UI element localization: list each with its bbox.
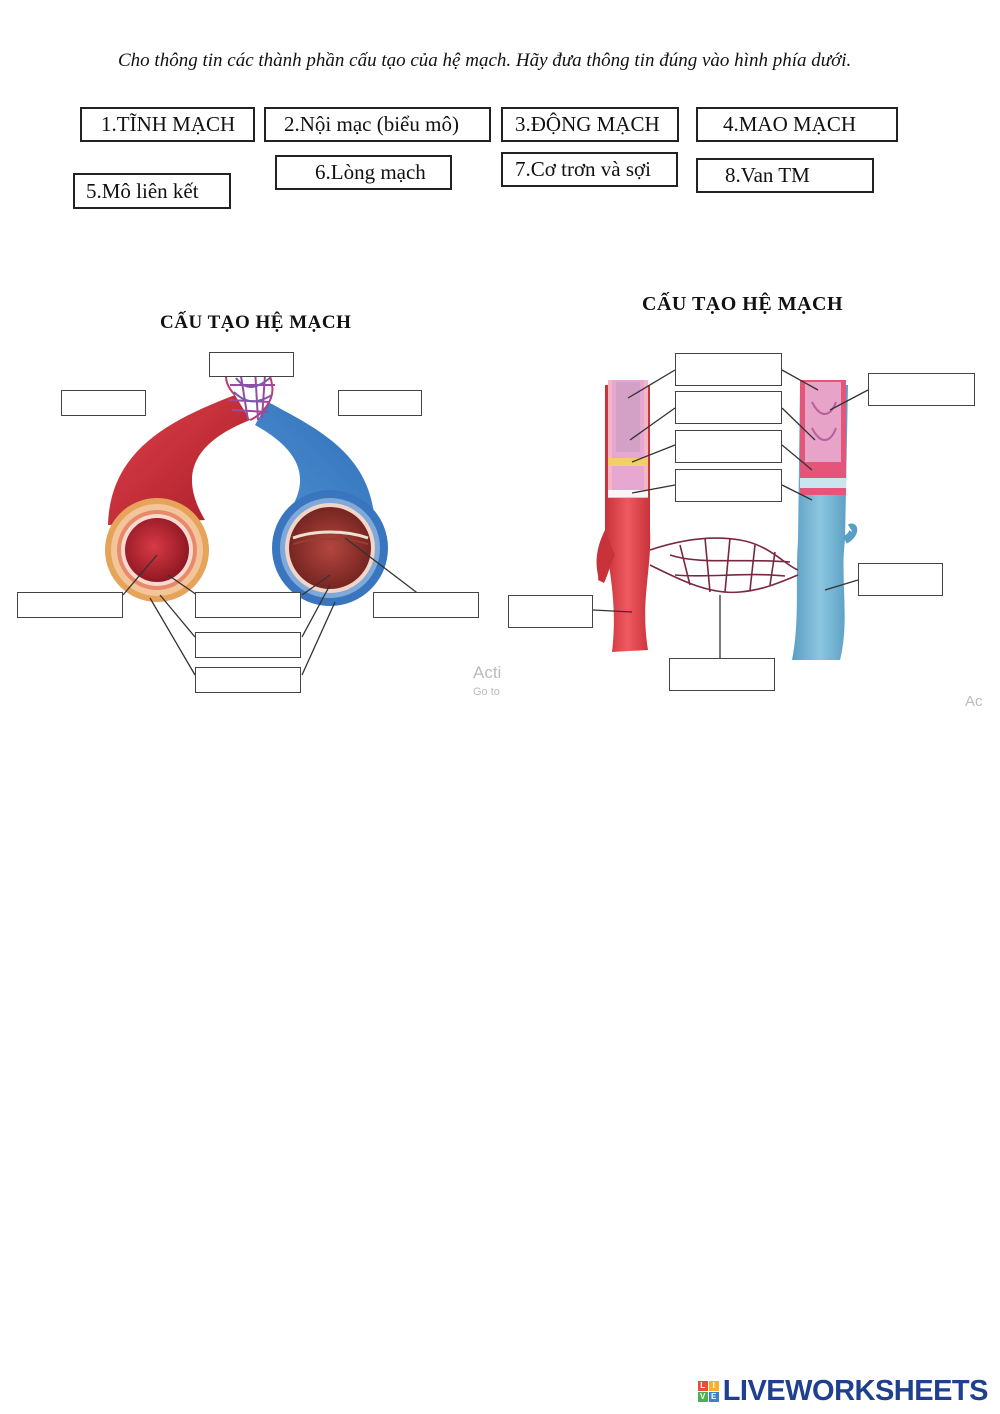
drop-zone-vein-left[interactable] [338, 390, 422, 416]
term-label: 4.MAO MẠCH [723, 114, 856, 135]
drop-zone-layer-2[interactable] [195, 632, 301, 658]
right-diagram-title: CẤU TẠO HỆ MẠCH [642, 293, 843, 316]
term-card-4[interactable]: 4.MAO MẠCH [696, 107, 898, 142]
logo-letter: V [698, 1392, 708, 1402]
drop-zone-artery-right[interactable] [508, 595, 593, 628]
drop-zone-valve-left[interactable] [373, 592, 479, 618]
term-card-6[interactable]: 6.Lòng mạch [275, 155, 452, 190]
term-label: 3.ĐỘNG MẠCH [515, 114, 660, 135]
drop-zone-lumen-left[interactable] [17, 592, 123, 618]
activation-watermark-sub: Go to [473, 686, 500, 696]
brand-icon: L I V E [698, 1381, 719, 1402]
term-card-2[interactable]: 2.Nội mạc (biểu mô) [264, 107, 491, 142]
drop-zone-right-2[interactable] [675, 391, 782, 424]
drop-zone-right-3[interactable] [675, 430, 782, 463]
term-card-5[interactable]: 5.Mô liên kết [73, 173, 231, 209]
drop-zone-right-4[interactable] [675, 469, 782, 502]
drop-zone-artery-left[interactable] [61, 390, 146, 416]
drop-zone-capillary-left[interactable] [209, 352, 294, 377]
term-card-7[interactable]: 7.Cơ trơn và sợi [501, 152, 678, 187]
drop-zone-capillary-right[interactable] [669, 658, 775, 691]
vein-tube [792, 380, 853, 660]
instruction-text: Cho thông tin các thành phần cấu tạo của… [118, 48, 918, 73]
term-label: 2.Nội mạc (biểu mô) [284, 114, 459, 135]
logo-letter: E [709, 1392, 719, 1402]
term-label: 8.Van TM [725, 165, 810, 186]
drop-zone-layer-1[interactable] [195, 592, 301, 618]
capillary-bed [650, 538, 798, 592]
drop-zone-valve-right[interactable] [868, 373, 975, 406]
activation-watermark-right: Ac [965, 693, 983, 707]
drop-zone-layer-3[interactable] [195, 667, 301, 693]
drop-zone-vein-right[interactable] [858, 563, 943, 596]
left-diagram-title: CẤU TẠO HỆ MẠCH [160, 312, 351, 334]
term-label: 7.Cơ trơn và sợi [515, 159, 651, 180]
drop-zone-right-1[interactable] [675, 353, 782, 386]
activation-watermark: Acti [473, 663, 501, 683]
term-label: 1.TĨNH MẠCH [101, 114, 235, 135]
logo-letter: L [698, 1381, 708, 1391]
term-card-8[interactable]: 8.Van TM [696, 158, 874, 193]
vein-cross-section [272, 490, 388, 606]
liveworksheets-logo: L I V E LIVEWORKSHEETS [698, 1375, 988, 1408]
artery-cross-section [105, 498, 209, 602]
brand-name: LIVEWORKSHEETS [723, 1375, 988, 1408]
term-card-3[interactable]: 3.ĐỘNG MẠCH [501, 107, 679, 142]
term-card-1[interactable]: 1.TĨNH MẠCH [80, 107, 255, 142]
term-label: 5.Mô liên kết [86, 181, 199, 202]
term-label: 6.Lòng mạch [315, 162, 426, 183]
logo-letter: I [709, 1381, 719, 1391]
